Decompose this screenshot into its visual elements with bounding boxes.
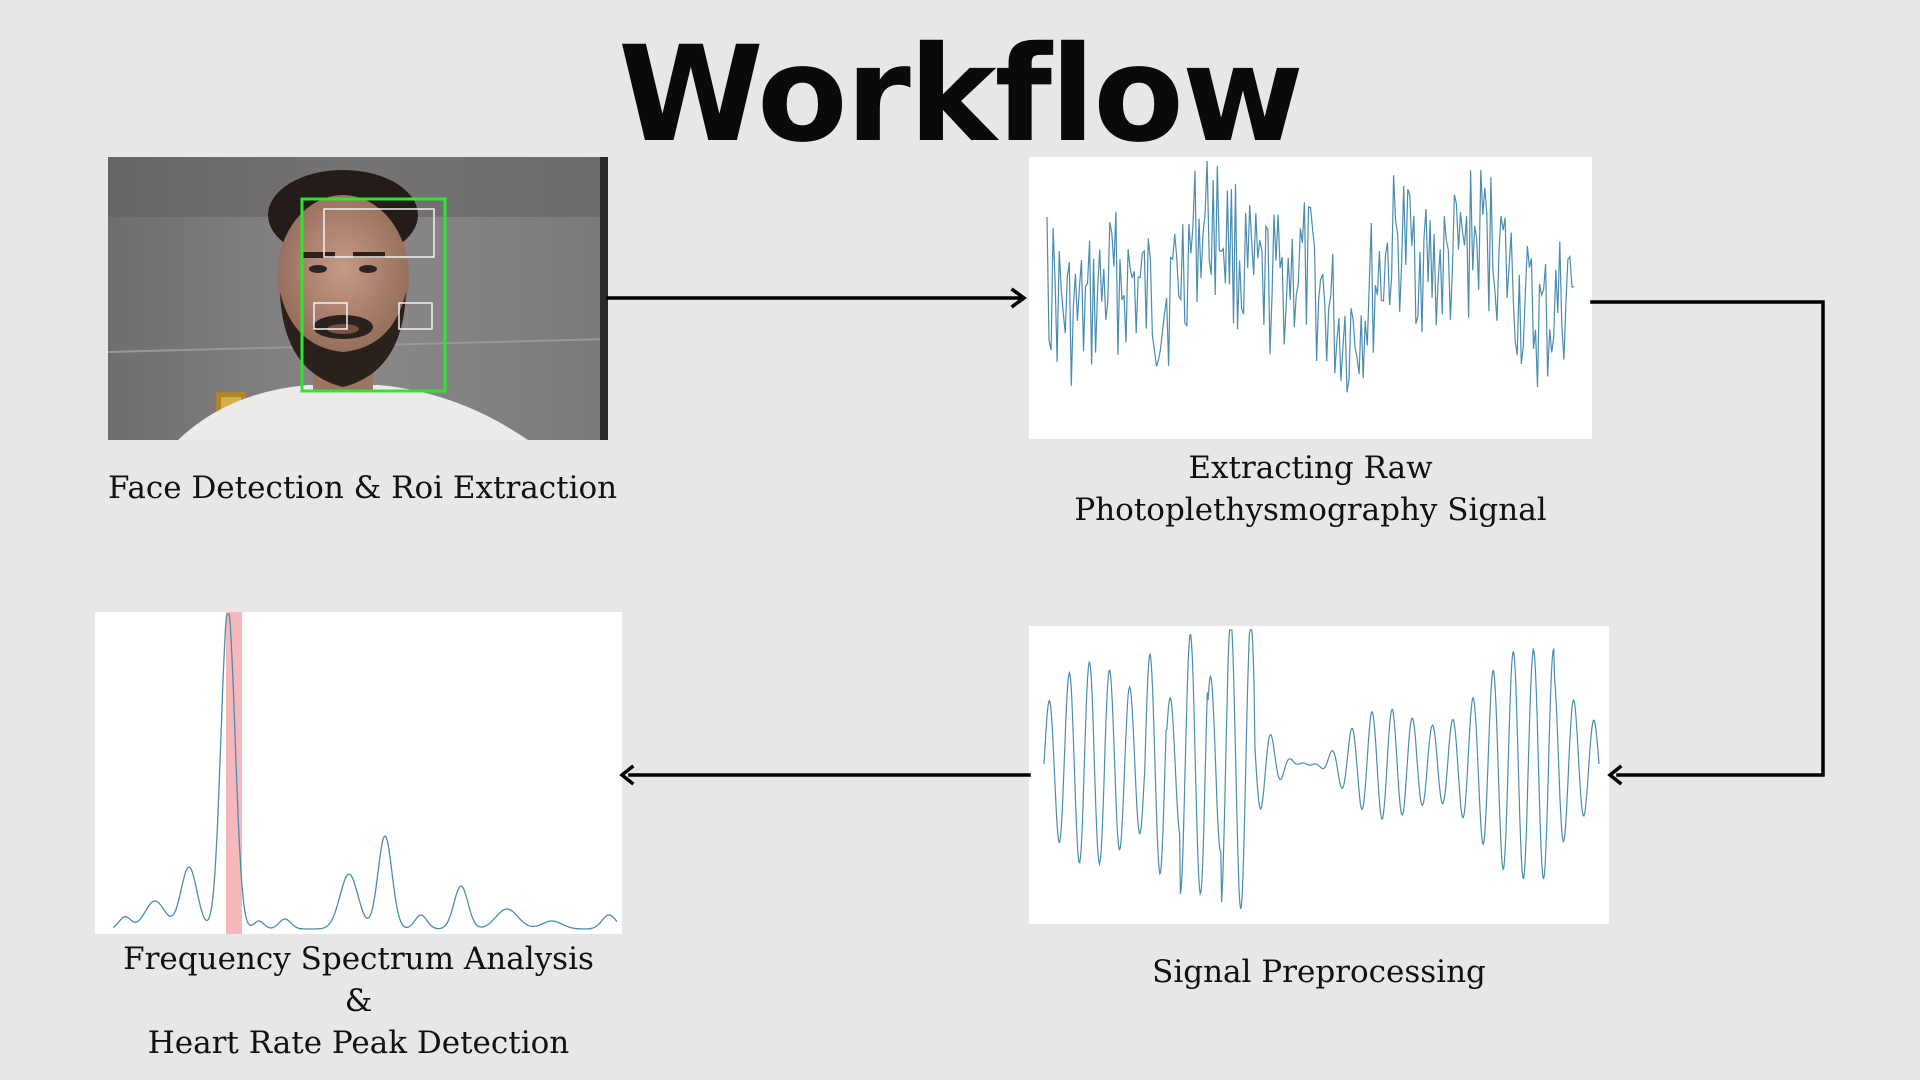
spectrum-caption-line-3: Heart Rate Peak Detection — [147, 1025, 570, 1061]
left-cheek-roi-box — [313, 302, 348, 330]
arrow-raw-to-preprocess — [1590, 300, 1825, 777]
preprocessing-caption-text: Signal Preprocessing — [1152, 954, 1486, 990]
forehead-roi-box — [323, 208, 435, 258]
arrow-head-preprocess-to-spectrum — [619, 764, 635, 786]
arrow-head-face-to-raw — [1010, 287, 1027, 309]
spectrum-caption-line-2: & — [344, 983, 373, 1019]
preprocessed-signal-plot — [1029, 626, 1609, 924]
raw-signal-caption-line-2: Photoplethysmography Signal — [1074, 492, 1547, 528]
preprocessing-caption: Signal Preprocessing — [1029, 951, 1609, 993]
face-bounding-box — [300, 197, 447, 393]
face-detection-image — [108, 157, 608, 440]
right-cheek-roi-box — [398, 302, 433, 330]
raw-signal-caption: Extracting Raw Photoplethysmography Sign… — [1029, 447, 1592, 531]
raw-signal-caption-line-1: Extracting Raw — [1188, 450, 1433, 486]
face-detection-caption: Face Detection & Roi Extraction — [108, 467, 618, 509]
raw-signal-plot — [1029, 157, 1592, 439]
spectrum-caption-line-1: Frequency Spectrum Analysis — [123, 941, 594, 977]
spectrum-caption: Frequency Spectrum Analysis & Heart Rate… — [95, 938, 622, 1064]
spectrum-line — [112, 613, 618, 930]
heart-rate-peak-band — [226, 612, 242, 934]
face-detection-caption-text: Face Detection & Roi Extraction — [108, 470, 618, 506]
raw-signal-line — [1046, 160, 1575, 393]
page-title: Workflow — [618, 18, 1304, 172]
arrow-head-raw-to-preprocess — [1607, 764, 1623, 786]
frequency-spectrum-plot — [95, 612, 622, 934]
preprocessed-signal-line — [1043, 629, 1600, 910]
